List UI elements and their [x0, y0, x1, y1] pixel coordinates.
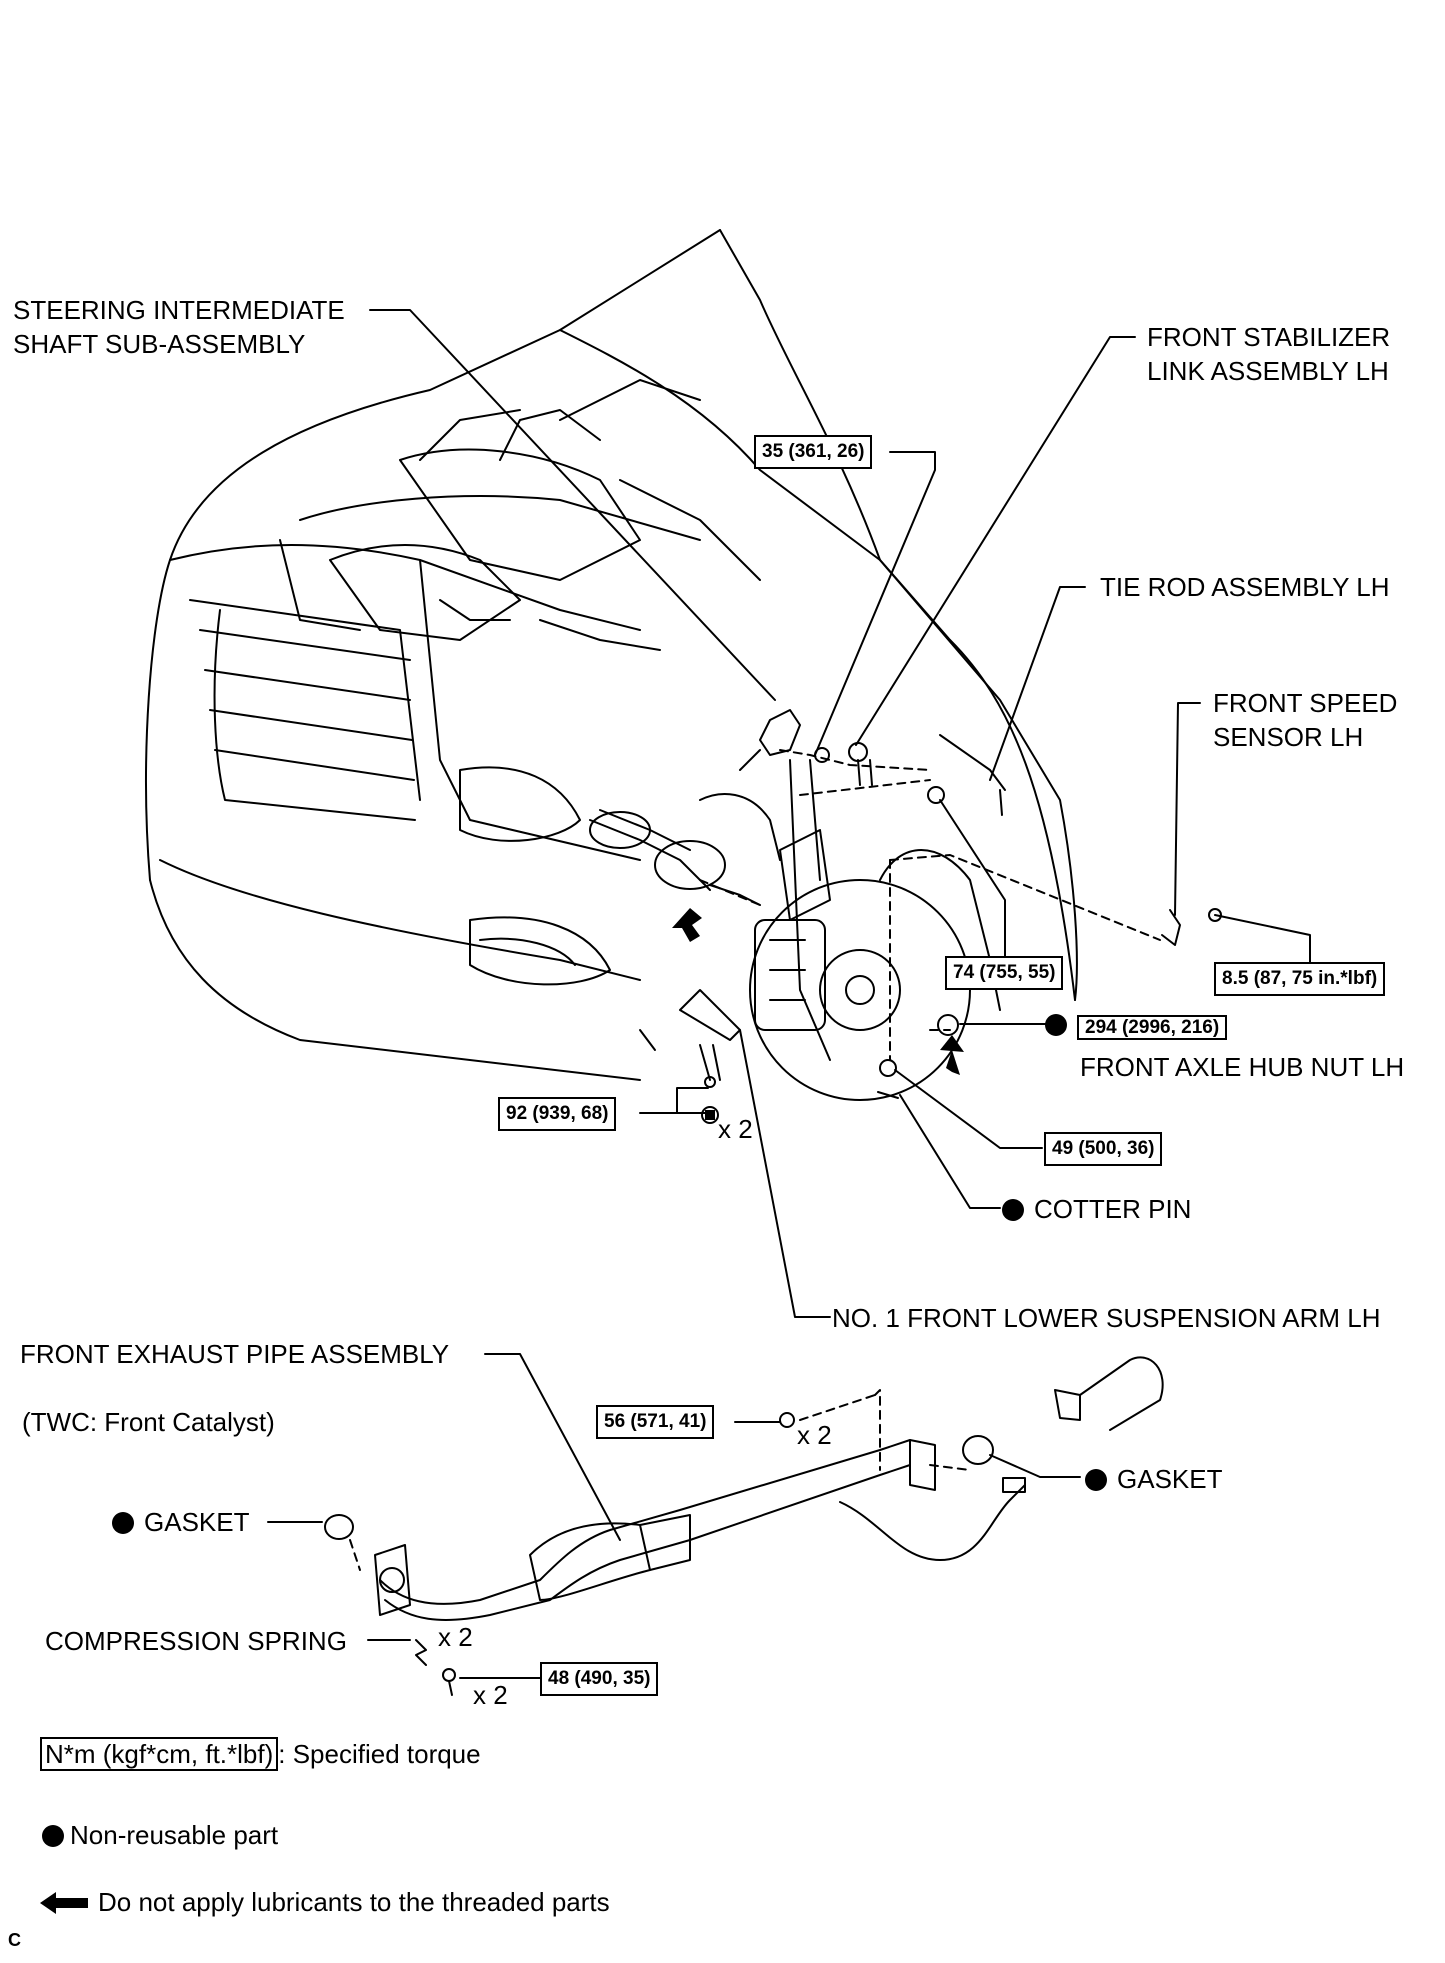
- legend-nonreusable: Non-reusable part: [42, 1818, 278, 1852]
- label-stabilizer-link: FRONT STABILIZER LINK ASSEMBLY LH: [1147, 322, 1391, 386]
- nonreusable-dot-icon: [42, 1825, 64, 1847]
- brake-caliper: [754, 919, 826, 1031]
- brake-disc: [749, 879, 971, 1101]
- leader-stabilizer: [855, 336, 1136, 746]
- leader-35: [814, 451, 936, 756]
- nonreusable-dot-icon: [1085, 1469, 1107, 1491]
- label-gasket-left: GASKET: [112, 1505, 249, 1539]
- leader-gasket-right: [989, 1454, 1081, 1478]
- corner-mark: C: [8, 1930, 21, 1950]
- qty-48: x 2: [473, 1680, 508, 1710]
- leader-lower-arm: [739, 1029, 831, 1318]
- torque-56: 56 (571, 41): [596, 1405, 715, 1439]
- torque-294: 294 (2996, 216): [1077, 1015, 1228, 1040]
- label-tie-rod: TIE ROD ASSEMBLY LH: [1100, 572, 1390, 602]
- speed-sensor: [1161, 909, 1181, 946]
- qty-92: x 2: [718, 1114, 753, 1144]
- catalyst: [529, 1514, 691, 1601]
- nonreusable-dot-icon: [1045, 1014, 1067, 1036]
- gasket-left-ring: [324, 1514, 354, 1540]
- steering-rack: [699, 793, 781, 861]
- leader-49: [894, 1069, 1043, 1149]
- legend-torque-desc: : Specified torque: [278, 1739, 481, 1769]
- leader-85: [1214, 914, 1311, 966]
- torque-92: 92 (939, 68): [498, 1097, 617, 1131]
- torque-294-row: 294 (2996, 216): [1045, 1007, 1228, 1043]
- qty-56: x 2: [797, 1420, 832, 1450]
- leader-cotter: [899, 1094, 1001, 1209]
- exhaust-pipe: [379, 1439, 911, 1605]
- label-twc: (TWC: Front Catalyst): [22, 1407, 275, 1437]
- hub-nut: [937, 1014, 959, 1036]
- leader-74: [939, 799, 1006, 961]
- label-gasket-right: GASKET: [1085, 1462, 1222, 1496]
- dot-lower-arm-bolt: [705, 1110, 715, 1120]
- label-hub-nut: FRONT AXLE HUB NUT LH: [1080, 1052, 1405, 1082]
- label-speed-sensor: FRONT SPEED SENSOR LH: [1213, 688, 1398, 752]
- gasket-right-ring: [962, 1435, 994, 1465]
- lower-arm-bracket: [679, 989, 741, 1041]
- torque-35: 35 (361, 26): [754, 435, 873, 469]
- leader-92: [639, 1087, 709, 1114]
- arrow-drive-shaft: [672, 908, 702, 942]
- legend-torque: N*m (kgf*cm, ft.*lbf): Specified torque: [40, 1737, 481, 1771]
- leader-tie-rod: [989, 586, 1086, 781]
- torque-49: 49 (500, 36): [1044, 1132, 1163, 1166]
- drive-shaft: [589, 819, 711, 891]
- label-steering-shaft: STEERING INTERMEDIATE SHAFT SUB-ASSEMBLY: [13, 295, 345, 359]
- strut: [789, 759, 831, 1061]
- compression-spring: [415, 1639, 427, 1666]
- torque-74: 74 (755, 55): [945, 956, 1064, 990]
- legend-torque-unit: N*m (kgf*cm, ft.*lbf): [40, 1737, 279, 1771]
- label-lower-arm: NO. 1 FRONT LOWER SUSPENSION ARM LH: [832, 1303, 1381, 1333]
- steering-joint: [759, 709, 801, 756]
- nonreusable-dot-icon: [112, 1512, 134, 1534]
- legend-lubricant: Do not apply lubricants to the threaded …: [40, 1885, 610, 1919]
- no-lubricant-arrow-icon: [40, 1892, 88, 1914]
- torque-48: 48 (490, 35): [540, 1662, 659, 1696]
- arrow-hub-nut: [946, 1050, 960, 1075]
- leader-steering: [369, 309, 776, 701]
- label-cotter-pin: COTTER PIN: [1002, 1192, 1191, 1226]
- leader-speed-sensor: [1174, 702, 1201, 916]
- torque-8-5: 8.5 (87, 75 in.*lbf): [1214, 962, 1386, 996]
- label-compression-spring: COMPRESSION SPRING: [45, 1626, 347, 1656]
- nonreusable-dot-icon: [1002, 1199, 1024, 1221]
- qty-spring: x 2: [438, 1622, 473, 1652]
- label-exhaust-pipe: FRONT EXHAUST PIPE ASSEMBLY: [20, 1339, 450, 1369]
- leader-exhaust: [484, 1353, 621, 1541]
- tie-rod: [939, 734, 1006, 791]
